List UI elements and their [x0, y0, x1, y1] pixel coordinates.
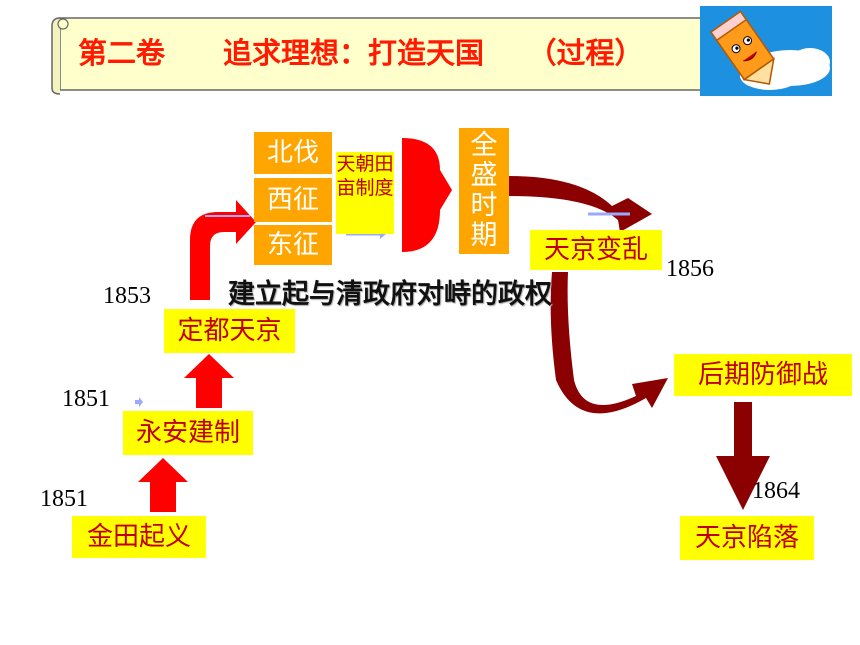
year-1851-jintian: 1851 — [40, 486, 88, 512]
step-yongan: 永安建制 — [123, 411, 253, 455]
title-scroll-banner — [51, 13, 718, 95]
arrow-up-1 — [138, 458, 188, 512]
step-dongzheng: 东征 — [254, 225, 332, 265]
step-jintian: 金田起义 — [72, 516, 206, 558]
page-title: 第二卷 追求理想：打造天国 （过程） — [78, 36, 644, 70]
step-tianchao: 天朝田亩制度 — [336, 152, 394, 234]
pencil-mascot-icon — [709, 10, 830, 90]
small-arrow-icon — [134, 392, 144, 407]
year-1856: 1856 — [666, 256, 714, 282]
arrow-down — [716, 402, 770, 510]
year-1864: 1864 — [752, 478, 800, 504]
arrow-curve-darkred-2 — [550, 272, 668, 414]
step-xianluo: 天京陷落 — [680, 516, 814, 560]
arrow-curve-red — [190, 200, 256, 300]
step-xizheng: 西征 — [254, 178, 332, 222]
arrow-curve-darkred-1 — [509, 176, 652, 232]
step-beifa: 北伐 — [254, 132, 332, 174]
step-tianjing-bianluan: 天京变乱 — [530, 230, 662, 270]
brace — [402, 138, 452, 252]
regime-caption: 建立起与清政府对峙的政权 — [228, 279, 552, 310]
arrow-up-2 — [184, 354, 234, 408]
step-houqi: 后期防御战 — [674, 354, 852, 396]
step-quansheng: 全盛时期 — [459, 128, 509, 254]
pencil-mascot-logo — [700, 6, 832, 96]
year-1851-yongan: 1851 — [62, 386, 110, 412]
step-dingdu: 定都天京 — [164, 309, 295, 353]
year-1853: 1853 — [103, 283, 151, 309]
